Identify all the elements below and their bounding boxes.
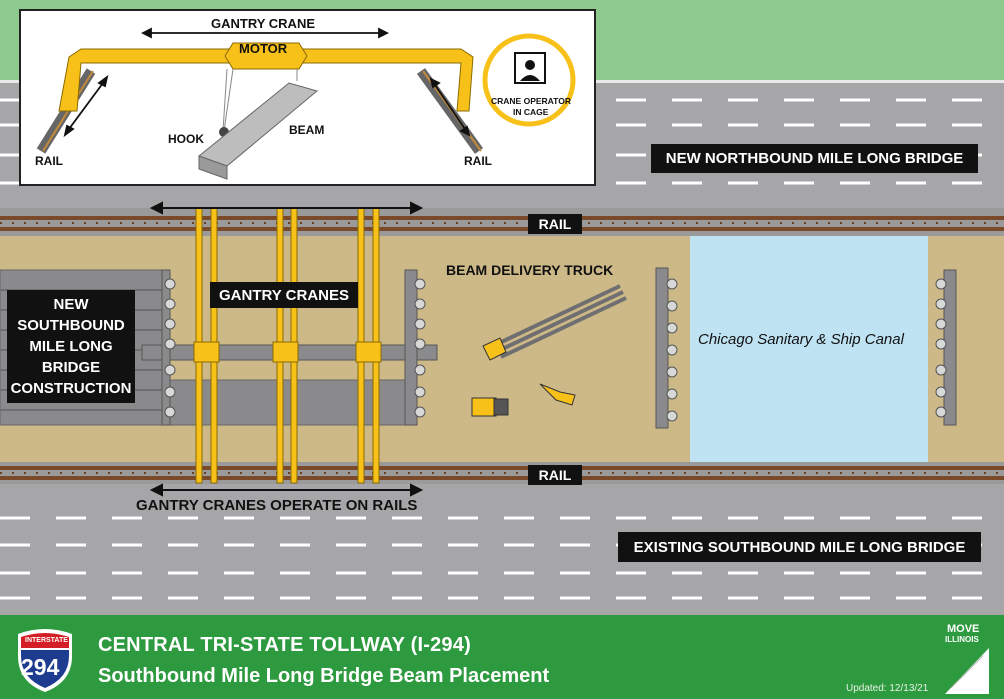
inset-beam-label: BEAM	[289, 123, 325, 137]
updated-date: Updated: 12/13/21	[846, 683, 929, 694]
existing-southbound-label: EXISTING SOUTHBOUND MILE LONG BRIDGE	[618, 532, 981, 562]
loader	[471, 397, 497, 417]
gantry-span-arrow	[149, 201, 424, 215]
rail-bottom-line-1	[0, 466, 1004, 470]
rail-top-label: RAIL	[528, 214, 582, 234]
gantry-operate-label: GANTRY CRANES OPERATE ON RAILS	[136, 497, 418, 514]
footer-title: CENTRAL TRI-STATE TOLLWAY (I-294)	[98, 634, 471, 656]
logo-line-2: ILLINOIS	[945, 635, 979, 644]
logo-arrow-icon	[945, 648, 989, 694]
inset-operator-label-2: IN CAGE	[513, 107, 549, 117]
interstate-shield-icon	[18, 629, 72, 692]
southbound-construction-line-4: BRIDGE	[41, 359, 101, 376]
footer-bar	[0, 615, 1004, 699]
southbound-construction-line-2: SOUTHBOUND	[17, 317, 125, 334]
operate-rails-arrow	[149, 483, 424, 497]
motor-shape	[224, 42, 308, 70]
inset-motor-label: MOTOR	[239, 41, 288, 56]
gantry-crane-inset: GANTRY CRANE MOTOR HOOK BEAM RAIL RAIL C…	[19, 9, 596, 186]
northbound-label: NEW NORTHBOUND MILE LONG BRIDGE	[651, 144, 978, 173]
rail-bottom-line-2	[0, 476, 1004, 480]
move-illinois-logo: MOVE ILLINOIS	[943, 622, 990, 697]
inset-gantry-label: GANTRY CRANE	[211, 16, 316, 31]
logo-line-1: MOVE	[947, 623, 980, 635]
placed-beams	[161, 379, 408, 426]
rail-top-line-1	[0, 216, 1004, 220]
rail-top-line-2	[0, 227, 1004, 231]
southbound-construction-line-5: CONSTRUCTION	[10, 380, 132, 397]
delivery-truck	[471, 337, 576, 417]
rail-bottom-label: RAIL	[528, 465, 582, 485]
beam-shape	[198, 155, 228, 180]
southbound-construction-line-1: NEW	[53, 296, 89, 313]
gantry-cranes-label: GANTRY CRANES	[210, 282, 358, 308]
inset-rail-left-label: RAIL	[35, 154, 63, 168]
inset-hook-label: HOOK	[168, 132, 204, 146]
canal-label: Chicago Sanitary & Ship Canal	[698, 331, 904, 348]
beam-delivery-truck-label: BEAM DELIVERY TRUCK	[446, 262, 614, 278]
southbound-construction-label: NEW SOUTHBOUND MILE LONG BRIDGE CONSTRUC…	[7, 290, 135, 403]
shield-top-text: INTERSTATE	[25, 637, 68, 644]
operator-icon	[525, 60, 535, 70]
southbound-construction-line-3: MILE LONG	[29, 338, 113, 355]
delivery-beams	[494, 284, 627, 359]
footer-subtitle: Southbound Mile Long Bridge Beam Placeme…	[98, 665, 550, 687]
shield-number: 294	[21, 654, 60, 680]
inset-drawing	[36, 27, 576, 180]
canal	[690, 236, 928, 464]
rail-right-shape	[416, 68, 484, 154]
inset-rail-right-label: RAIL	[464, 154, 492, 168]
inset-operator-label-1: CRANE OPERATOR	[491, 96, 571, 106]
mobile-crane	[539, 383, 576, 406]
